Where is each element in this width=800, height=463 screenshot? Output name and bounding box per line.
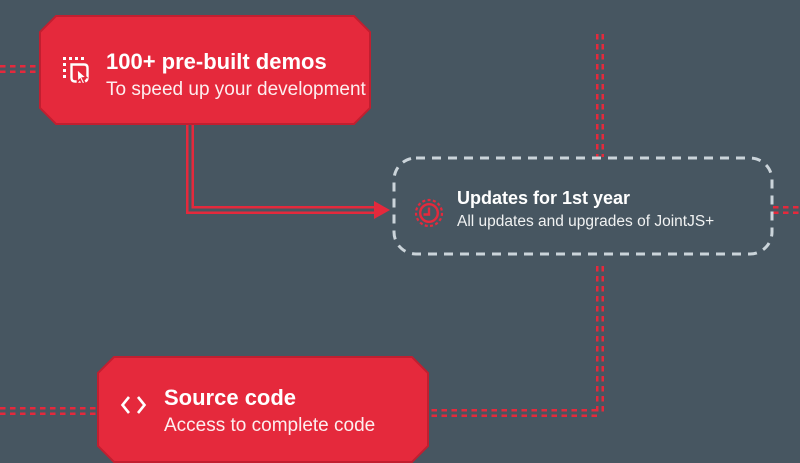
node-source-subtitle: Access to complete code (164, 415, 376, 436)
selection-cursor-icon (62, 56, 92, 91)
node-updates-subtitle: All updates and upgrades of JointJS+ (457, 213, 715, 230)
node-demos: 100+ pre-built demos To speed up your de… (62, 48, 366, 103)
node-updates: Updates for 1st year All updates and upg… (414, 186, 714, 233)
node-demos-subtitle: To speed up your development (106, 79, 366, 100)
node-source: Source code Access to complete code (120, 384, 375, 439)
node-updates-title: Updates for 1st year (457, 188, 631, 208)
node-source-shape (97, 356, 429, 463)
connector-updates-to-source (429, 266, 604, 417)
clock-history-icon (414, 198, 444, 233)
node-demos-shape (39, 15, 371, 125)
node-updates-shape (392, 156, 774, 256)
arrowhead-icon (374, 201, 390, 219)
connector-demos-to-updates (186, 124, 390, 219)
node-demos-title: 100+ pre-built demos (106, 49, 327, 74)
node-source-title: Source code (164, 385, 297, 410)
code-icon (120, 394, 150, 425)
